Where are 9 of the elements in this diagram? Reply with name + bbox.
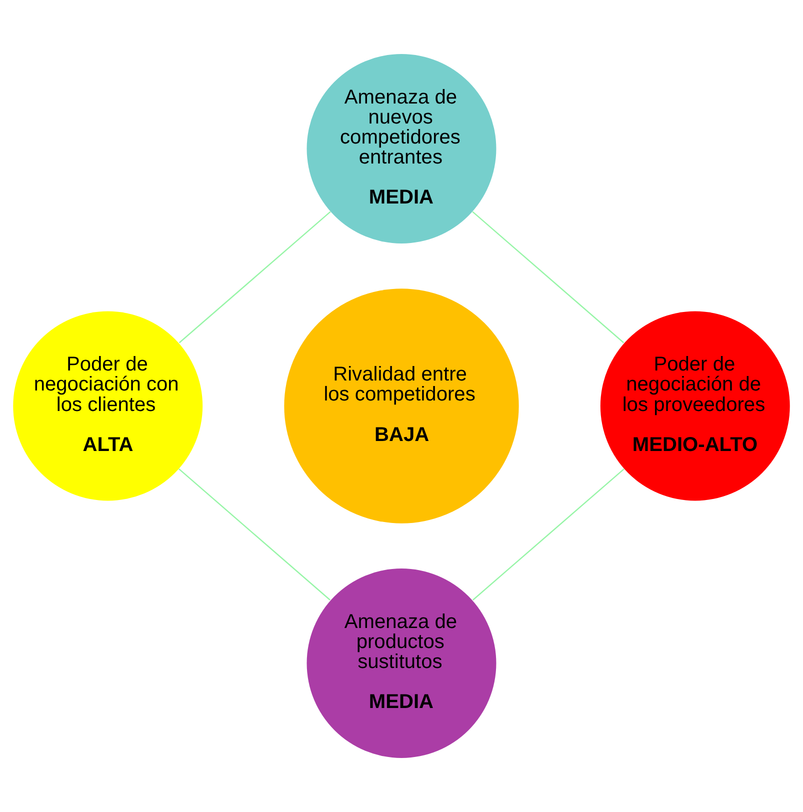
- connector: [178, 211, 331, 344]
- node-circle: Rivalidad entre los competidores BAJA: [284, 288, 519, 524]
- node-circle: Amenaza de nuevos competidores entrantes MEDIA: [306, 54, 496, 244]
- node-circle: Poder de negociación con los clientes ALTA: [13, 311, 203, 501]
- connector: [472, 211, 624, 344]
- node-circle: Poder de negociación de los proveedores MEDIO-ALTO: [600, 311, 790, 501]
- connector: [472, 468, 624, 600]
- node-circle: Amenaza de productos sustitutos MEDIA: [306, 568, 496, 758]
- connector: [178, 468, 330, 600]
